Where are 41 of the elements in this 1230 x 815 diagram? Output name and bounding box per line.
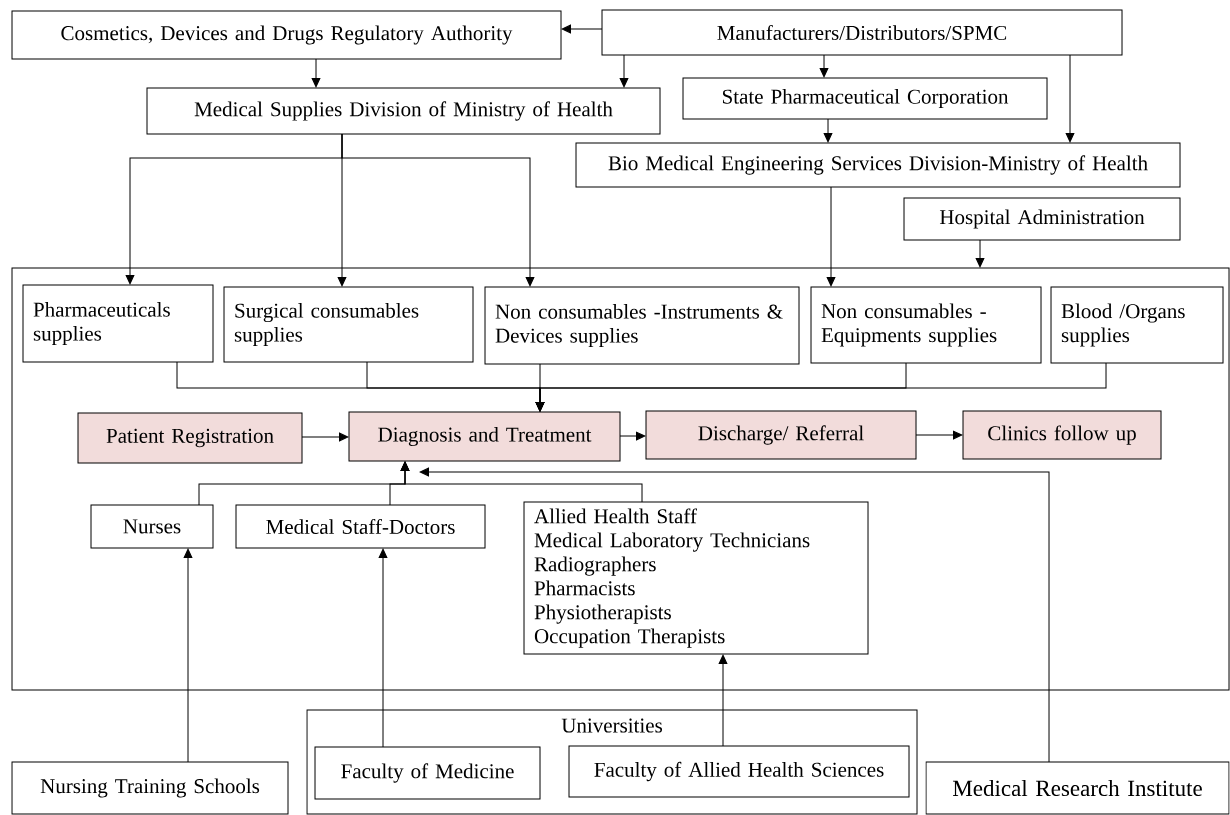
process-box: Diagnosis and Treatment [348, 411, 621, 462]
supply-box: Non consumables - Equipments supplies [810, 286, 1042, 364]
organization-box: State Pharmaceutical Corporation [682, 77, 1048, 120]
supply-box: Blood /Organs supplies [1050, 286, 1224, 364]
supply-box: Surgical consumables supplies [223, 286, 474, 363]
arrow [826, 186, 836, 287]
organization-box: Bio Medical Engineering Services Division-Ministry of Health [575, 142, 1181, 188]
arrow [819, 54, 829, 78]
arrow [915, 430, 963, 440]
organization-box: Medical Research Institute [925, 761, 1230, 815]
organization-box: Faculty of Medicine [314, 746, 541, 800]
process-box: Patient Registration [77, 412, 303, 464]
arrow [419, 467, 1050, 763]
organization-box: Cosmetics, Devices and Drugs Regulatory Authority [11, 10, 562, 60]
arrow [619, 54, 629, 88]
arrow [619, 431, 646, 441]
supply-box: Pharmaceuticals supplies [22, 284, 214, 363]
arrow [378, 548, 388, 748]
arrow [975, 239, 985, 268]
arrow [535, 362, 1107, 412]
arrow [183, 548, 193, 763]
staff-box: Medical Staff-Doctors [235, 504, 486, 549]
arrow [400, 461, 643, 503]
arrow [311, 58, 321, 88]
arrow [301, 432, 349, 442]
organization-box: Nursing Training Schools [11, 761, 289, 815]
organization-box: Manufacturers/Distributors/SPMC [601, 9, 1123, 56]
arrow [718, 654, 728, 747]
organization-box: Hospital Administration [903, 197, 1181, 241]
process-box: Discharge/ Referral [645, 410, 917, 460]
organization-box: Faculty of Allied Health Sciences [568, 745, 910, 798]
arrow [341, 133, 535, 287]
arrow [823, 118, 833, 143]
organization-box: Medical Supplies Division of Ministry of Health [146, 87, 661, 135]
supply-box: Non consumables -Instruments & Devices supplies [484, 286, 800, 365]
process-box: Clinics follow up [962, 410, 1162, 460]
staff-box: Nurses [90, 504, 214, 549]
arrow [1065, 54, 1075, 143]
arrow [561, 24, 603, 34]
staff-box: Allied Health Staff Medical Laboratory Technicians Radiographers Pharmacists Physiotherapists Occupation Therapists [523, 501, 869, 655]
hospital-frame [11, 267, 1230, 691]
